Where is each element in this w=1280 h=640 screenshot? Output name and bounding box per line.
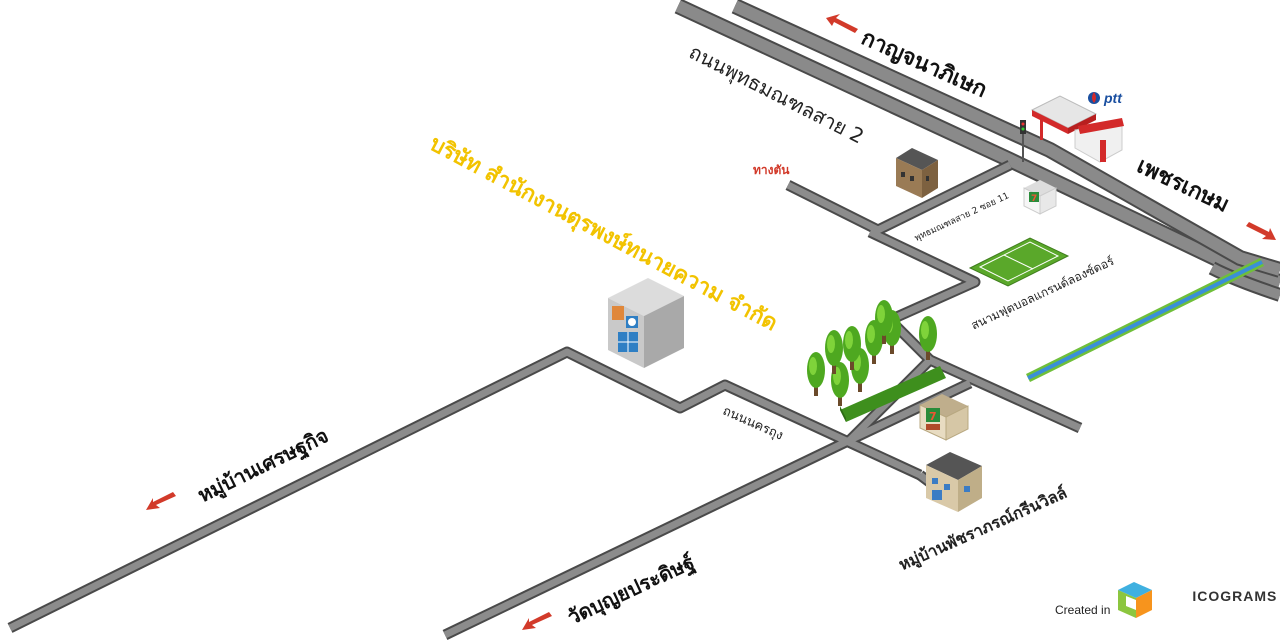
football-field-icon bbox=[968, 237, 1070, 287]
arrow-icon bbox=[146, 14, 1276, 630]
highway-roads bbox=[674, 0, 1280, 302]
icograms-logo-icon bbox=[1118, 582, 1152, 618]
icograms-brand-text: ICOGRAMS bbox=[1192, 588, 1278, 604]
old-building-icon bbox=[896, 148, 938, 198]
ptt-logo-text: ptt bbox=[1104, 90, 1122, 106]
office-building-icon bbox=[608, 278, 684, 368]
svg-text:7: 7 bbox=[1031, 194, 1037, 204]
seven-eleven-icon: 7 bbox=[1023, 180, 1057, 215]
svg-text:7: 7 bbox=[929, 410, 937, 423]
tree-icon bbox=[807, 300, 946, 422]
ptt-station-icon bbox=[1030, 92, 1124, 163]
seven-eleven-icon: 7 bbox=[919, 394, 969, 441]
dead-end-label: ทางตัน bbox=[753, 163, 790, 177]
created-in-text: Created in bbox=[1055, 603, 1111, 617]
house-icon bbox=[926, 452, 982, 512]
credit: Created in ICOGRAMS bbox=[1055, 583, 1277, 617]
canal bbox=[1026, 257, 1264, 383]
traffic-light-icon bbox=[1020, 120, 1026, 162]
